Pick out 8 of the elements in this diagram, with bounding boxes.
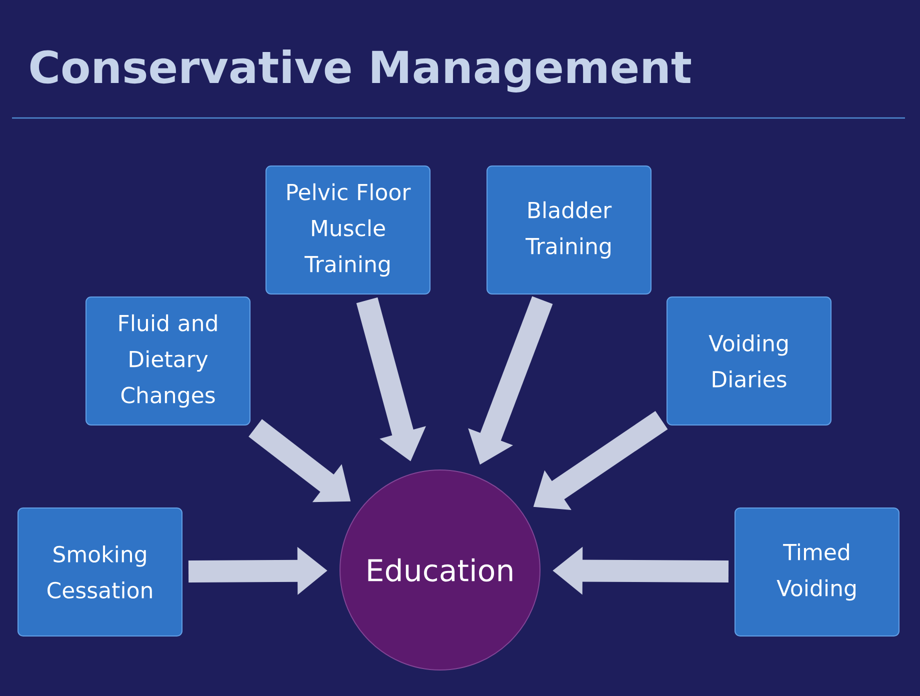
process-box: Fluid and Dietary Changes <box>86 296 250 426</box>
title: Conservative Management <box>30 50 691 92</box>
circle-node: Education <box>340 470 540 670</box>
process-box: Voiding Diaries <box>666 296 832 426</box>
process-box: Smoking Cessation <box>18 508 182 636</box>
process-box: Timed Voiding <box>734 508 900 636</box>
process-box: Pelvic Floor Muscle Training <box>266 166 430 294</box>
process-box: Bladder Training <box>486 166 652 294</box>
